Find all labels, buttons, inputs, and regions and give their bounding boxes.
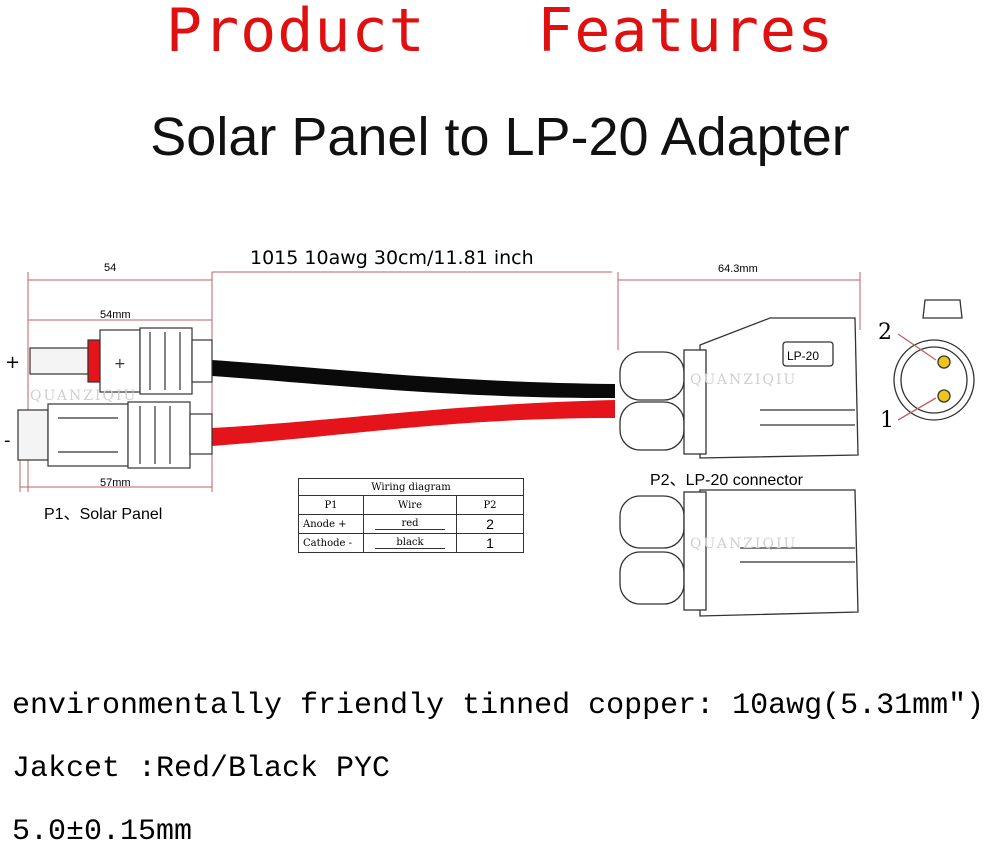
- table-row: Anode + red 2: [298, 514, 524, 534]
- spec-copper: environmentally friendly tinned copper: …: [12, 689, 985, 723]
- product-subtitle: Solar Panel to LP-20 Adapter: [150, 107, 850, 167]
- row-p1: Cathode -: [298, 533, 364, 553]
- row-p2: 2: [456, 514, 524, 534]
- dimension-p1-inner: 54mm: [100, 309, 131, 321]
- p2-lp20-label: P2、LP-20 connector: [650, 472, 803, 489]
- row-p2: 1: [456, 533, 524, 553]
- spec-diameter: 5.0±0.15mm: [12, 815, 193, 849]
- dimension-p1-top: 54: [104, 262, 117, 274]
- p1-solar-panel-label: P1、Solar Panel: [44, 506, 163, 523]
- table-row: Cathode - black 1: [298, 533, 524, 553]
- lp20-connector-top: [619, 317, 859, 459]
- spec-jacket: Jakcet :Red/Black PYC: [12, 752, 391, 786]
- svg-text:+: +: [114, 356, 126, 372]
- lp20-face: [893, 299, 975, 421]
- connector-badge: LP-20: [787, 349, 820, 363]
- dimension-p1-bottom: 57mm: [100, 477, 131, 489]
- feature-title: Product Features: [165, 0, 835, 66]
- row-wire: red: [375, 519, 445, 530]
- wiring-diagram-table: Wiring diagram P1 Wire P2 Anode + red 2 …: [298, 478, 524, 553]
- header-p1: P1: [298, 495, 364, 515]
- wiring-caption: Wiring diagram: [298, 478, 524, 496]
- plus-polarity: +: [5, 352, 21, 373]
- watermark: QUANZIQIU: [690, 536, 798, 552]
- dimension-p2-top: 64.3mm: [718, 263, 758, 275]
- pin-2-label: 2: [878, 320, 892, 345]
- cable-spec-label: 1015 10awg 30cm/11.81 inch: [250, 247, 534, 269]
- p1-connectors: +: [17, 327, 213, 469]
- row-p1: Anode +: [298, 514, 364, 534]
- row-wire: black: [375, 538, 445, 549]
- watermark: QUANZIQIU: [690, 372, 798, 388]
- lp20-connector-side: [619, 489, 859, 617]
- pin-1-label: 1: [880, 408, 894, 433]
- minus-polarity: -: [4, 430, 11, 451]
- header-wire: Wire: [363, 495, 457, 515]
- cables: [212, 360, 615, 446]
- watermark: QUANZIQIU: [30, 388, 138, 404]
- header-p2: P2: [456, 495, 524, 515]
